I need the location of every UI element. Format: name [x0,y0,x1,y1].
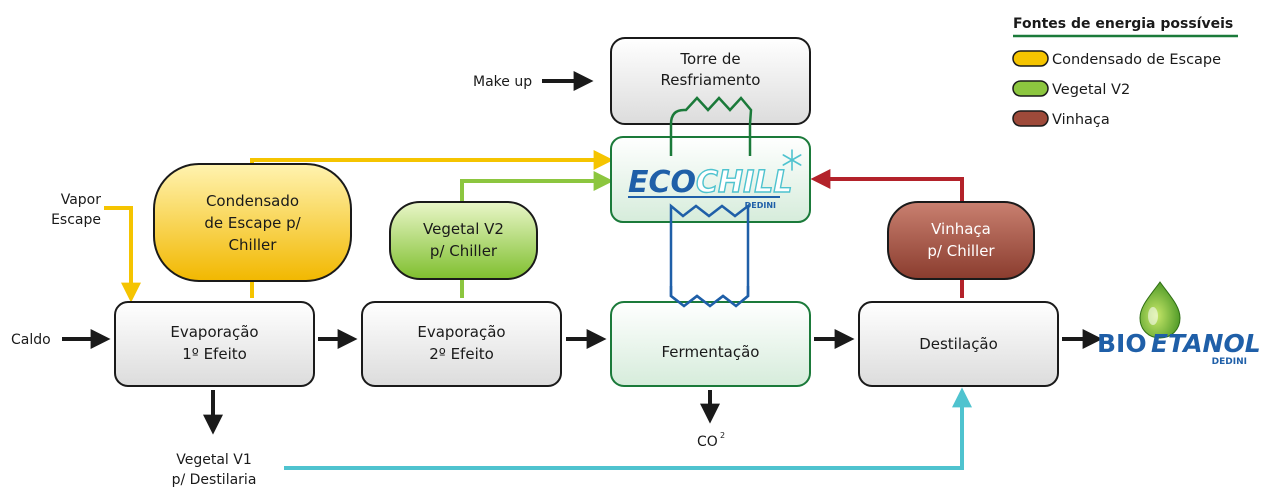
evaporacao-2-label-line1: Evaporação [417,323,505,341]
legend-swatch-green [1012,80,1049,97]
destilacao-label: Destilação [919,335,998,353]
evaporacao-1-box: Evaporação 1º Efeito [114,301,315,387]
vegetal-v1-flow-line [284,387,972,470]
drop-icon [1139,281,1181,339]
condensado-label-line3: Chiller [229,236,278,254]
bioetanol-etanol-text: ETANOL [1151,329,1261,358]
condensado-label-line2: de Escape p/ [204,214,301,232]
bioetanol-bio-text: BIO [1097,329,1147,358]
bioetanol-logo: BIO ETANOL DEDINI [1097,281,1261,367]
legend-item-vegetal-v2: Vegetal V2 [1012,80,1130,98]
vinhaca-label-line2: p/ Chiller [927,242,995,260]
vapor-escape-label-line2: Escape [51,212,101,228]
condensado-pill: Condensado de Escape p/ Chiller [153,163,352,282]
make-up-label: Make up [473,74,532,90]
legend: Fontes de energia possíveis Condensado d… [1012,16,1238,128]
evaporacao-2-box: Evaporação 2º Efeito [361,301,562,387]
legend-swatch-yellow [1012,50,1049,67]
condensado-label-line1: Condensado [206,192,299,210]
evaporacao-1-label-line1: Evaporação [170,323,258,341]
ecochill-eco-text: ECO [628,165,696,200]
legend-label-condensado: Condensado de Escape [1052,52,1221,68]
ecochill-chill-text: CHILL [696,165,793,200]
vegetal-v2-label-line1: Vegetal V2 [423,220,504,238]
legend-label-vegetal-v2: Vegetal V2 [1052,82,1130,98]
vegetal-v1-label-line1: Vegetal V1 [176,452,252,468]
ecochill-brand-text: DEDINI [745,201,776,210]
evaporacao-2-label-line2: 2º Efeito [429,345,494,363]
cooling-coil-top [669,96,753,156]
snowflake-icon [782,149,802,171]
torre-resfriamento-box: Torre de Resfriamento [610,37,811,125]
co2-subscript: 2 [720,431,725,440]
co2-label: CO [697,434,718,450]
vegetal-v2-pill: Vegetal V2 p/ Chiller [389,201,538,280]
cooling-coil-bottom-overlay [669,286,750,308]
vapor-escape-label-line1: Vapor [61,192,102,208]
vegetal-v1-label-line2: p/ Destilaria [172,472,257,488]
legend-swatch-brown [1012,110,1049,127]
bioetanol-brand-text: DEDINI [1212,357,1247,367]
vinhaca-label-line1: Vinhaça [931,220,991,238]
legend-item-vinhaca: Vinhaça [1012,110,1110,128]
legend-item-condensado: Condensado de Escape [1012,50,1221,68]
torre-label-line2: Resfriamento [660,71,760,89]
destilacao-box: Destilação [858,301,1059,387]
caldo-label: Caldo [11,332,51,348]
fermentacao-box: Fermentação [610,301,811,387]
vegetal-v2-label-line2: p/ Chiller [430,242,498,260]
vapor-escape-flow-line [104,206,141,303]
torre-label-line1: Torre de [679,50,740,68]
legend-label-vinhaca: Vinhaça [1052,112,1110,128]
ecochill-box: ECO CHILL DEDINI [610,136,811,223]
legend-title: Fontes de energia possíveis [1013,16,1233,32]
vinhaca-pill: Vinhaça p/ Chiller [887,201,1035,280]
evaporacao-1-label-line2: 1º Efeito [182,345,247,363]
drop-highlight-icon [1148,307,1158,325]
fermentacao-label: Fermentação [662,343,760,361]
